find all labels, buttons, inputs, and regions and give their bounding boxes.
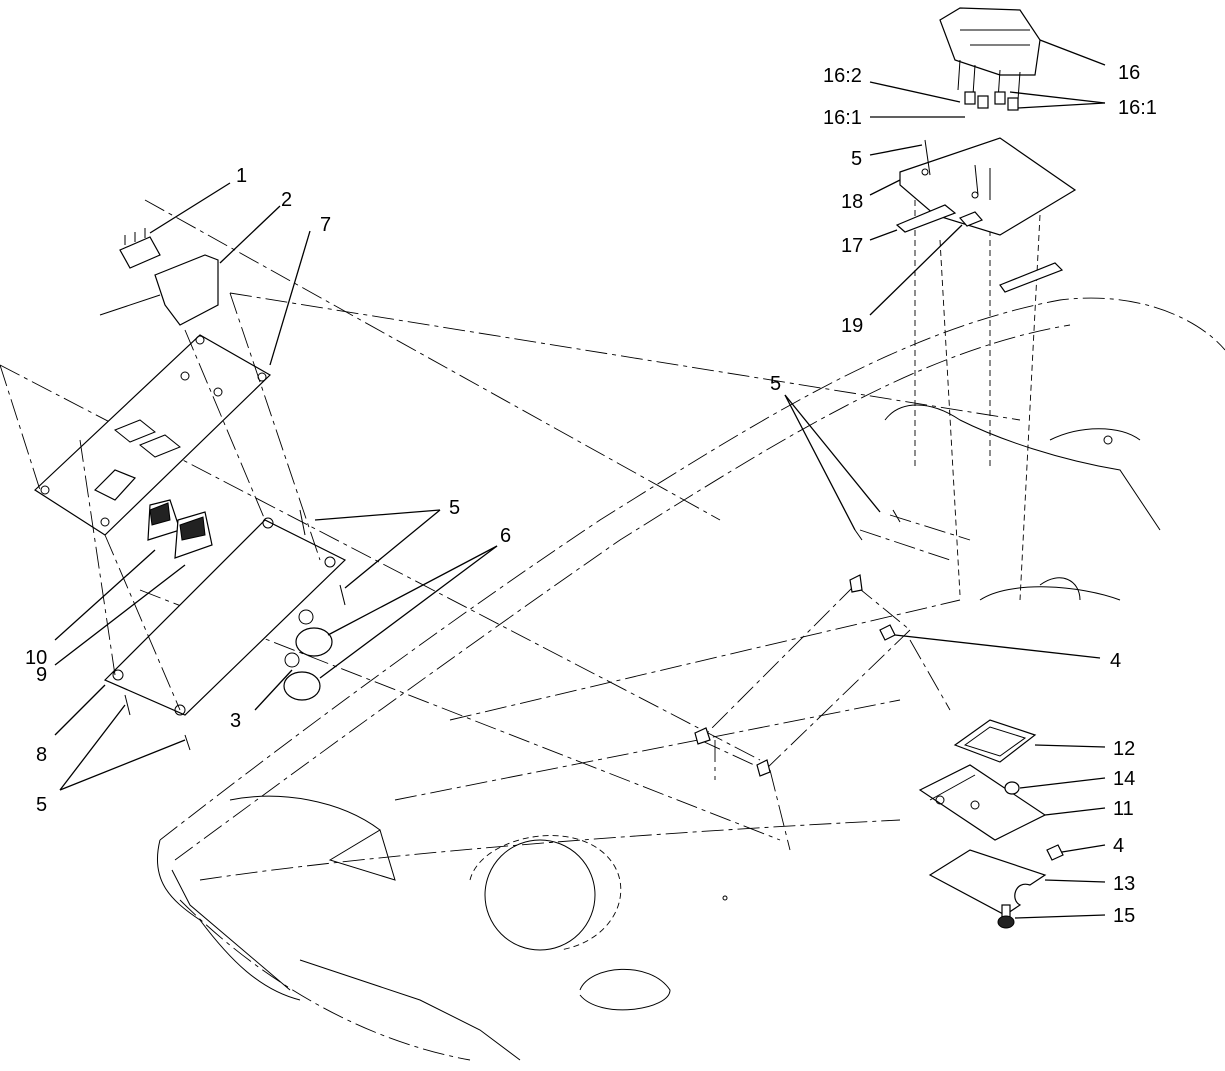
fuse-block-16: [939, 7, 1041, 101]
pad-17b: [999, 262, 1064, 293]
callout-5-top: 5: [851, 148, 862, 170]
hinge-11: [918, 764, 1047, 841]
callout-4-mid: 4: [1110, 650, 1121, 672]
callout-8: 8: [36, 744, 47, 766]
callout-10: 10: [25, 647, 47, 669]
callout-17: 17: [841, 235, 863, 257]
knob-15: [997, 904, 1015, 929]
frame-phantoms: [699, 200, 1041, 851]
pad-17: [895, 204, 957, 233]
callout-2: 2: [281, 189, 292, 211]
callout-19: 19: [841, 315, 863, 337]
clip-19: [958, 211, 984, 227]
callout-4-low: 4: [1113, 835, 1124, 857]
switch-panel-7: [34, 334, 271, 536]
decal-12: [953, 719, 1037, 763]
toggle-switch-1-2: [99, 228, 219, 326]
callout-5-mid: 5: [449, 497, 460, 519]
callout-11: 11: [1113, 798, 1134, 820]
callout-5-center: 5: [770, 373, 781, 395]
callout-5-bottom: 5: [36, 794, 47, 816]
callout-1: 1: [236, 165, 247, 187]
callout-9: 9: [36, 664, 47, 686]
callout-15: 15: [1113, 905, 1135, 927]
grommets-3-6: [283, 609, 333, 701]
callout-7: 7: [320, 214, 331, 236]
callout-3: 3: [230, 710, 241, 732]
callout-6: 6: [500, 525, 511, 547]
callout-13: 13: [1113, 873, 1135, 895]
leader-lines: [54, 39, 1106, 919]
callout-14: 14: [1113, 768, 1135, 790]
callout-16-1-right: 16:1: [1118, 97, 1157, 119]
callout-12: 12: [1113, 738, 1135, 760]
mount-plate-8: [103, 517, 347, 716]
callout-16-1-left: 16:1: [823, 107, 862, 129]
rocker-switch-10: [147, 499, 181, 541]
callout-labels: 1 2 7 5 6 10 9 3 8 5 16 16:2 16:1 16:1 5…: [25, 62, 1157, 927]
callout-16-2: 16:2: [823, 65, 862, 87]
callout-16: 16: [1118, 62, 1140, 84]
fuses-16-1-16-2: [964, 91, 1019, 111]
center-clips: [694, 509, 901, 777]
screws-5-left: [124, 509, 346, 751]
cover-13: [928, 849, 1047, 916]
bolt-14: [1004, 781, 1020, 795]
left-panel-phantoms: [0, 292, 321, 711]
rocker-switch-9: [174, 511, 213, 559]
callout-18: 18: [841, 191, 863, 213]
